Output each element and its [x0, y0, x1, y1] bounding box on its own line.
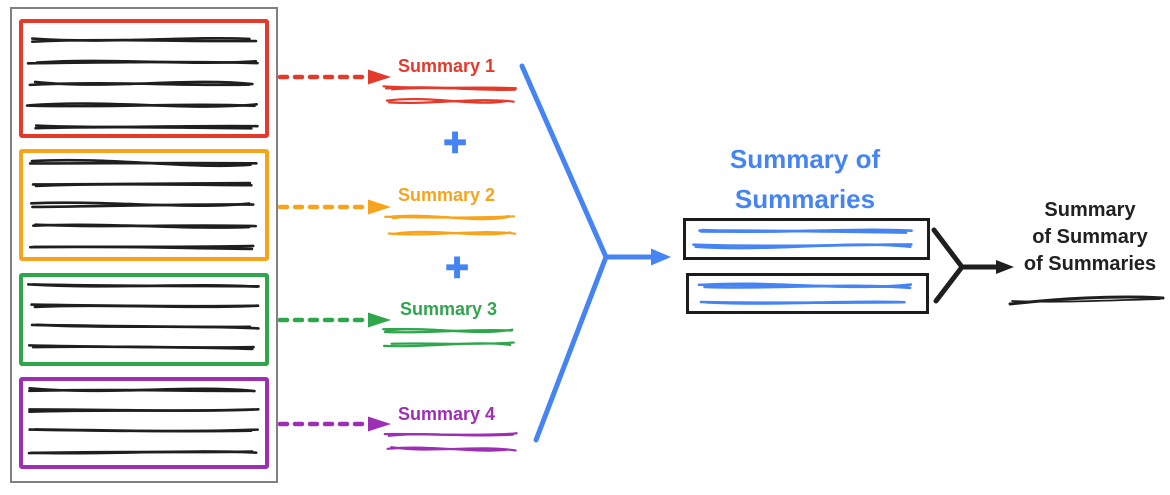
summary-2-label: Summary 2: [398, 185, 496, 205]
plus-icon-1: +: [443, 120, 468, 166]
summary-1-scribbles: [382, 85, 518, 104]
summary-3-scribbles: [381, 327, 515, 348]
document-2-box: [19, 149, 269, 261]
dashed-arrow-2: [277, 199, 391, 215]
summary-of-summaries-box-2: [686, 273, 929, 314]
summary-2-scribbles: [384, 214, 517, 236]
summary-3-label: Summary 3: [400, 299, 498, 319]
final-summary-label-line-2: of Summary: [1032, 226, 1148, 248]
final-summary-label-line-1: Summary: [1044, 199, 1136, 221]
final-summary-label: Summary of Summary of Summaries: [1005, 197, 1170, 278]
dashed-arrow-3: [277, 312, 391, 328]
dashed-arrow-4: [277, 416, 391, 432]
summary-of-summaries-box-1: [683, 218, 930, 260]
document-4-box: [19, 377, 269, 469]
summary-of-summaries-title-line-1: Summary of: [729, 144, 881, 174]
final-summary-scribble: [1008, 295, 1165, 306]
summary-1-label: Summary 1: [398, 56, 496, 76]
summary-4-scribbles: [383, 432, 518, 452]
plus-icon-2: +: [445, 245, 470, 291]
final-summary-label-line-3: of Summaries: [1023, 253, 1157, 275]
dashed-arrow-1: [277, 69, 391, 85]
summary-of-summaries-title: Summary of Summaries: [683, 139, 927, 219]
summary-4-label: Summary 4: [398, 404, 496, 424]
document-3-box: [19, 273, 269, 366]
document-1-box: [19, 19, 269, 138]
summary-of-summaries-title-line-2: Summaries: [734, 184, 876, 214]
black-merge-arrow: [931, 227, 1014, 304]
blue-merge-arrow: [519, 63, 671, 443]
